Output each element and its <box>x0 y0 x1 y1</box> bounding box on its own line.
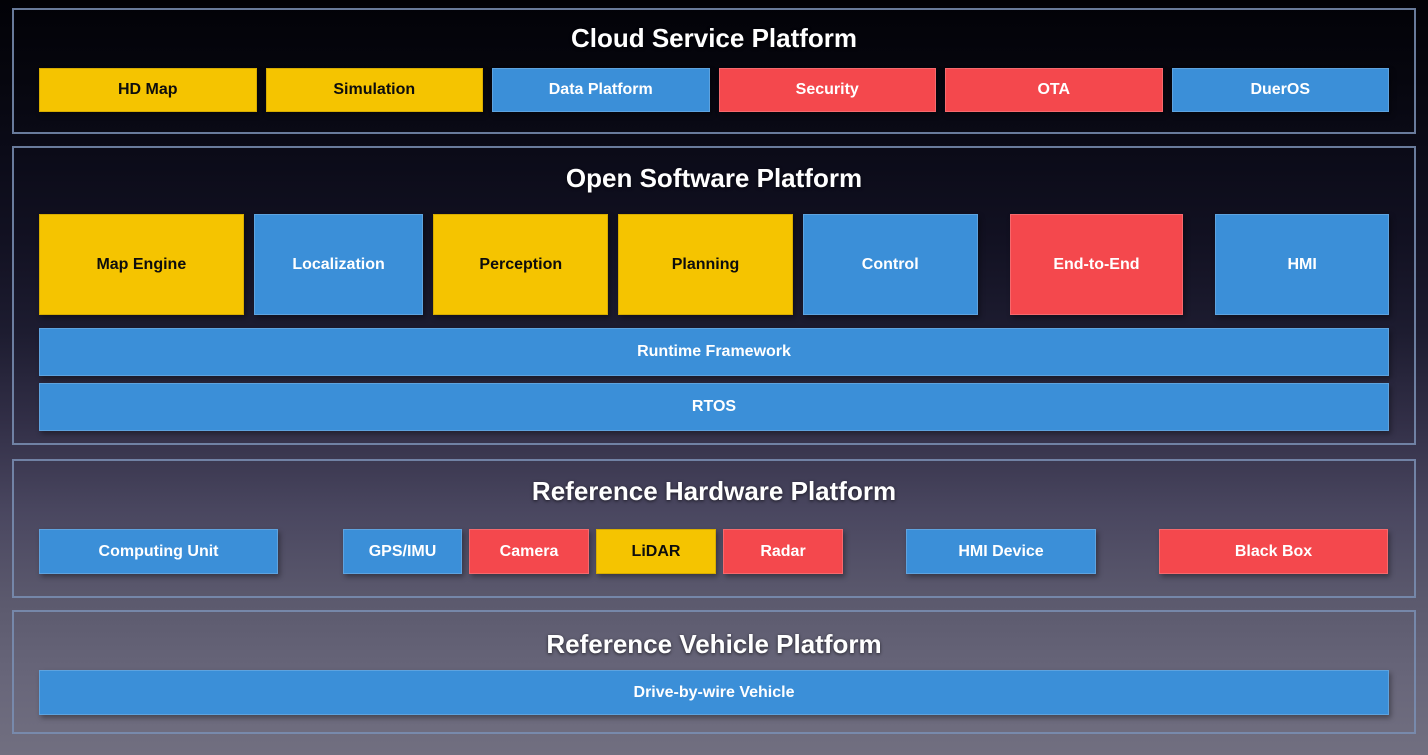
box-hd-map: HD Map <box>39 68 257 112</box>
bar-runtime-framework: Runtime Framework <box>39 328 1389 376</box>
hardware-platform-title: Reference Hardware Platform <box>531 476 897 506</box>
open-software-platform-panel: Open Software Platform Map Engine Locali… <box>12 146 1416 445</box>
box-simulation: Simulation <box>265 68 483 112</box>
box-data-platform: Data Platform <box>492 68 710 112</box>
box-dueros: DuerOS <box>1171 68 1389 112</box>
box-gps-imu: GPS/IMU <box>343 529 462 574</box>
bar-rtos: RTOS <box>39 383 1389 431</box>
cloud-service-platform-panel: Cloud Service Platform HD Map Simulation… <box>12 8 1416 134</box>
box-radar: Radar <box>723 529 843 574</box>
cloud-platform-title: Cloud Service Platform <box>570 23 858 53</box>
reference-vehicle-platform-panel: Reference Vehicle Platform Drive-by-wire… <box>12 610 1416 734</box>
module-hmi: HMI <box>1215 214 1389 315</box>
box-black-box: Black Box <box>1159 529 1388 574</box>
box-security: Security <box>718 68 936 112</box>
box-ota: OTA <box>945 68 1163 112</box>
reference-hardware-platform-panel: Reference Hardware Platform Computing Un… <box>12 459 1416 598</box>
module-map-engine: Map Engine <box>39 214 244 315</box>
software-platform-title: Open Software Platform <box>565 163 863 193</box>
box-hmi-device: HMI Device <box>906 529 1096 574</box>
module-localization: Localization <box>253 214 424 315</box>
hardware-row: Computing Unit GPS/IMU Camera LiDAR Rada… <box>39 529 1389 574</box>
cloud-services-row: HD Map Simulation Data Platform Security… <box>39 68 1389 112</box>
vehicle-platform-title: Reference Vehicle Platform <box>546 629 882 659</box>
module-planning: Planning <box>618 214 793 315</box>
bar-drive-by-wire-vehicle: Drive-by-wire Vehicle <box>39 670 1389 715</box>
box-lidar: LiDAR <box>596 529 716 574</box>
box-camera: Camera <box>469 529 589 574</box>
box-computing-unit: Computing Unit <box>39 529 278 574</box>
module-perception: Perception <box>433 214 609 315</box>
software-modules-row: Map Engine Localization Perception Plann… <box>39 214 1389 315</box>
module-control: Control <box>802 214 978 315</box>
module-end-to-end: End-to-End <box>1009 214 1184 315</box>
